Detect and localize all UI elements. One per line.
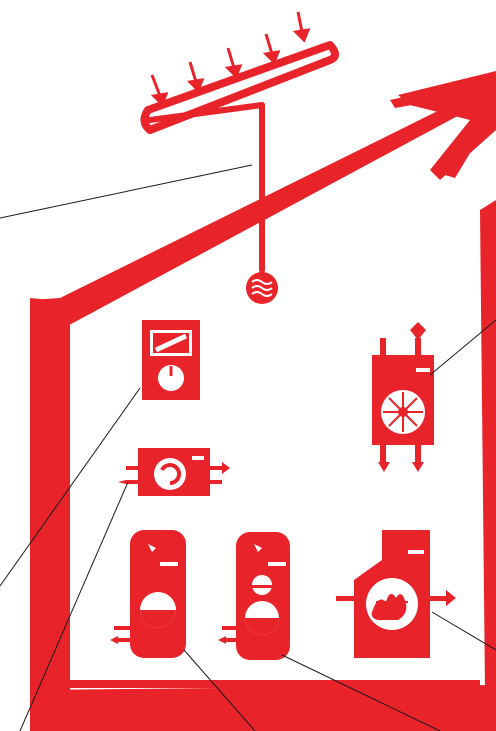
water-tank-icon	[218, 532, 290, 660]
thermostat-controller-icon	[142, 320, 200, 400]
circulation-pump-icon	[118, 448, 230, 496]
water-tank-icon	[110, 530, 186, 658]
fan-icon	[372, 322, 434, 472]
heat-exchanger-coil-icon	[246, 272, 278, 304]
solar-panel-icon	[144, 45, 335, 270]
flame-boiler-icon	[336, 530, 456, 658]
